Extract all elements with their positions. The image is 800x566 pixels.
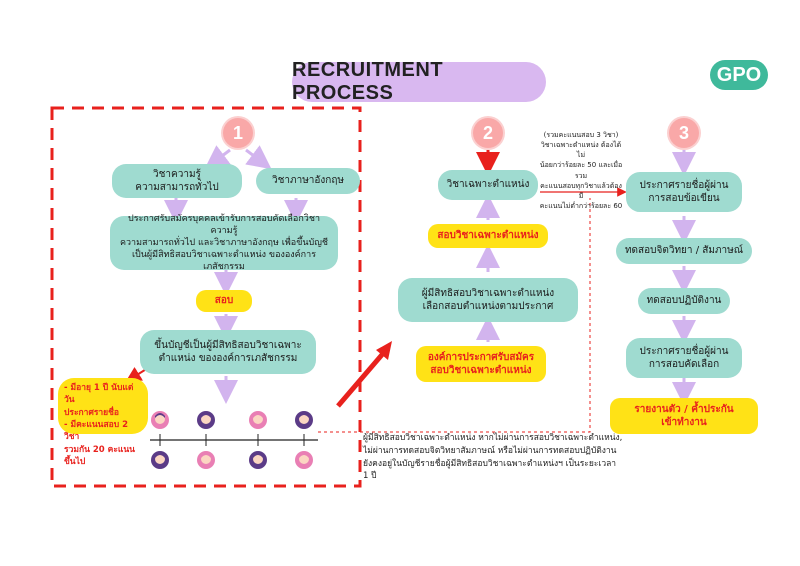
psych-interview-box: ทดสอบจิตวิทยา / สัมภาษณ์	[616, 238, 752, 264]
step1-number: 1	[223, 118, 253, 148]
report-box: รายงานตัว / ค้ำประกัน เข้าทำงาน	[610, 398, 758, 434]
choose-position-box: ผู้มีสิทธิสอบวิชาเฉพาะตำแหน่ง เลือกสอบตำ…	[398, 278, 578, 322]
written-pass-announcement-box: ประกาศรายชื่อผู้ผ่าน การสอบข้อเขียน	[626, 172, 742, 212]
gpo-logo: GPO	[710, 60, 768, 90]
specific-exam-label: สอบวิชาเฉพาะตำแหน่ง	[437, 230, 539, 242]
org-announcement-box: องค์การประกาศรับสมัคร สอบวิชาเฉพาะตำแหน่…	[416, 346, 546, 382]
knowledge-subject-box: วิชาความรู้ ความสามารถทั่วไป	[112, 164, 242, 198]
report-label: รายงานตัว / ค้ำประกัน เข้าทำงาน	[634, 403, 734, 429]
page-title: RECRUITMENT PROCESS	[292, 59, 546, 104]
person-icon	[295, 411, 313, 429]
english-subject-box: วิชาภาษาอังกฤษ	[256, 168, 360, 194]
eligibility-retention-note: ผู้มีสิทธิสอบวิชาเฉพาะตำแหน่ง หากไม่ผ่าน…	[363, 433, 623, 482]
announcement-box: ประกาศรับสมัครบุคคลเข้ารับการสอบคัดเลือก…	[110, 214, 338, 272]
specific-subject-box: วิชาเฉพาะตำแหน่ง	[438, 170, 538, 200]
register-eligible-box: ขึ้นบัญชีเป็นผู้มีสิทธิสอบวิชาเฉพาะ ตำแห…	[140, 330, 316, 374]
specific-exam-box: สอบวิชาเฉพาะตำแหน่ง	[428, 224, 548, 248]
practical-test-box: ทดสอบปฏิบัติงาน	[638, 288, 730, 314]
selection-announcement-box: ประกาศรายชื่อผู้ผ่าน การสอบคัดเลือก	[626, 338, 742, 378]
org-announcement-label: องค์การประกาศรับสมัคร สอบวิชาเฉพาะตำแหน่…	[427, 351, 535, 377]
step3-number: 3	[669, 118, 699, 148]
person-icon	[151, 411, 169, 429]
exam-box: สอบ	[196, 290, 252, 312]
score-criteria-note: (รวมคะแนนสอบ 3 วิชา) วิชาเฉพาะตำแหน่ง ต้…	[539, 131, 623, 210]
person-icon	[197, 411, 215, 429]
step2-number: 2	[473, 118, 503, 148]
person-icon	[197, 451, 215, 469]
person-icon	[249, 411, 267, 429]
exam-label: สอบ	[214, 295, 234, 307]
person-icon	[151, 451, 169, 469]
step1-frame	[50, 106, 362, 488]
validity-note: - มีอายุ 1 ปี นับแต่วัน ประกาศรายชื่อ - …	[58, 378, 148, 467]
person-icon	[249, 451, 267, 469]
person-icon	[295, 451, 313, 469]
